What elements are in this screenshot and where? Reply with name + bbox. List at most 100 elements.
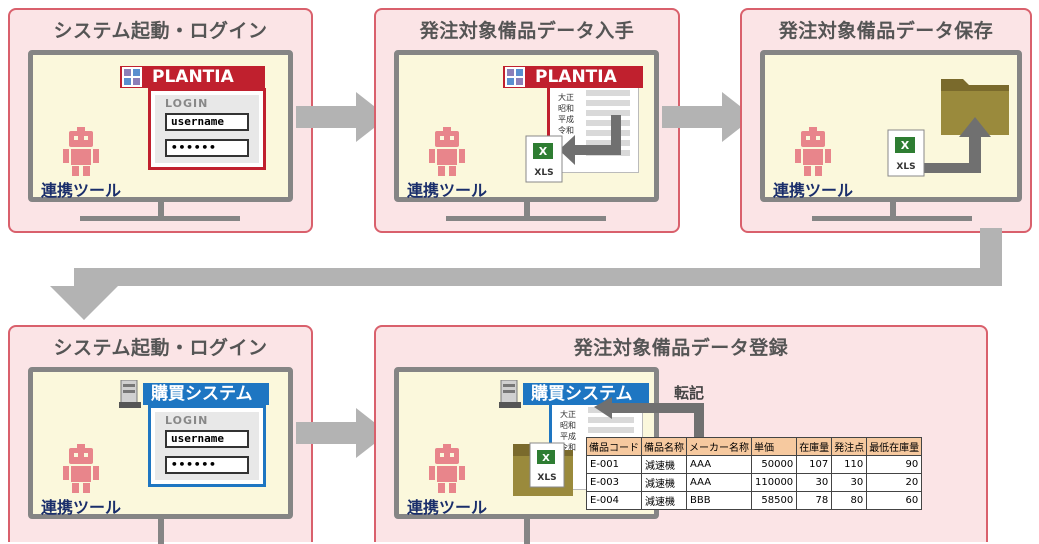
purchase-brand-label: 購買システム: [531, 384, 633, 404]
server-icon: [499, 380, 521, 408]
excel-file-icon: X XLS: [525, 135, 563, 183]
doc-line: 大正: [560, 410, 576, 419]
table-cell: 減速機: [641, 455, 687, 474]
tool-label-4: 連携ツール: [41, 498, 122, 517]
server-icon: [119, 380, 141, 408]
save-arrow-icon: [923, 117, 991, 173]
table-cell: E-003: [586, 473, 642, 492]
step-panel-3: 発注対象備品データ保存 X XLS 連携ツール: [740, 8, 1032, 233]
table-cell: 80: [831, 491, 868, 510]
svg-text:X: X: [901, 139, 910, 152]
table-cell: BBB: [686, 491, 752, 510]
col-header: 単価: [750, 437, 798, 456]
plantia-brand-1: PLANTIA: [120, 66, 265, 88]
table-cell: AAA: [686, 455, 752, 474]
col-header: メーカー名称: [686, 437, 752, 456]
return-arrow: [50, 228, 1002, 320]
password-field[interactable]: ••••••: [165, 456, 249, 474]
transfer-label: 転記: [674, 384, 705, 402]
login-box-1: LOGIN username ••••••: [148, 88, 266, 170]
tool-label-3: 連携ツール: [773, 181, 854, 200]
plantia-brand-2: PLANTIA: [503, 66, 643, 88]
robot-icon: [63, 444, 99, 493]
xls-label: XLS: [896, 162, 915, 172]
table-cell: E-001: [586, 455, 642, 474]
folder-icon: [941, 79, 1009, 135]
step-title-1: システム起動・ログイン: [53, 20, 268, 42]
xls-label: XLS: [537, 473, 556, 483]
table-cell: 50000: [750, 455, 798, 474]
doc-line: 令和: [560, 443, 576, 452]
robot-icon: [795, 127, 831, 176]
plantia-logo-icon: [122, 67, 142, 87]
table-cell: E-004: [586, 491, 642, 510]
doc-line: 平成: [558, 115, 574, 124]
doc-line: 平成: [560, 432, 576, 441]
table-cell: 30: [796, 473, 833, 492]
robot-icon: [63, 127, 99, 176]
tool-label-5: 連携ツール: [407, 498, 488, 517]
monitor-1: PLANTIA LOGIN username •••••• 連携ツール: [28, 50, 293, 202]
table-cell: AAA: [686, 473, 752, 492]
step-panel-1: システム起動・ログイン PLANTIA LOGIN username •••••…: [8, 8, 313, 233]
step-title-3: 発注対象備品データ保存: [778, 20, 994, 42]
step-title-2: 発注対象備品データ入手: [419, 20, 635, 42]
tool-label-1: 連携ツール: [41, 181, 122, 200]
table-row: E-001 減速機 AAA 50000 107 110 90: [586, 455, 923, 474]
monitor-4: 購買システム LOGIN username •••••• 連携ツール: [28, 367, 293, 519]
col-header: 発注点: [831, 437, 868, 456]
svg-text:X: X: [539, 145, 548, 158]
table-cell: 110: [831, 455, 868, 474]
col-header: 備品名称: [641, 437, 687, 456]
table-cell: 減速機: [641, 491, 687, 510]
table-row: E-003 減速機 AAA 110000 30 30 20: [586, 473, 923, 492]
robot-icon: [429, 127, 465, 176]
username-field[interactable]: username: [165, 430, 249, 448]
password-field[interactable]: ••••••: [165, 139, 249, 157]
table-cell: 20: [866, 473, 923, 492]
download-arrow-icon: [559, 115, 621, 165]
table-row: E-004 減速機 BBB 58500 78 80 60: [586, 491, 923, 510]
table-cell: 107: [796, 455, 833, 474]
step-panel-4: システム起動・ログイン 購買システム LOGIN username ••••••…: [8, 325, 313, 544]
excel-file-icon: X XLS: [887, 129, 925, 177]
robot-icon: [429, 444, 465, 493]
doc-line: 大正: [558, 93, 574, 102]
table-cell: 110000: [750, 473, 798, 492]
login-title: LOGIN: [165, 97, 209, 110]
monitor-3: X XLS 連携ツール: [760, 50, 1022, 202]
doc-line: 昭和: [558, 104, 574, 113]
username-field[interactable]: username: [165, 113, 249, 131]
xls-label: XLS: [534, 168, 553, 178]
login-title: LOGIN: [165, 414, 209, 427]
equipment-table: 備品コード 備品名称 メーカー名称 単価 在庫量 発注点 最低在庫量 E-001…: [586, 437, 923, 510]
table-header-row: 備品コード 備品名称 メーカー名称 単価 在庫量 発注点 最低在庫量: [586, 437, 923, 456]
col-header: 最低在庫量: [866, 437, 923, 456]
purchase-brand-1: 購買システム: [143, 383, 269, 405]
col-header: 在庫量: [796, 437, 833, 456]
plantia-brand-label: PLANTIA: [152, 67, 234, 87]
excel-file-icon: X XLS: [529, 442, 565, 488]
purchase-brand-label: 購買システム: [151, 384, 253, 404]
step-panel-2: 発注対象備品データ入手 大正 昭和 平成 令和 PLANTIA X XLS 連携…: [374, 8, 680, 233]
table-cell: 58500: [750, 491, 798, 510]
plantia-logo-icon: [505, 67, 525, 87]
svg-text:X: X: [542, 453, 550, 464]
purchase-brand-2: 購買システム: [523, 383, 649, 405]
table-cell: 60: [866, 491, 923, 510]
flow-arrow-3: [296, 408, 388, 458]
step-panel-5: 発注対象備品データ登録 大正 昭和 平成 令和 購買システム X XLS: [374, 325, 988, 544]
step-title-5: 発注対象備品データ登録: [573, 337, 789, 359]
table-cell: 減速機: [641, 473, 687, 492]
table-cell: 30: [831, 473, 868, 492]
doc-line: 昭和: [560, 421, 576, 430]
col-header: 備品コード: [586, 437, 642, 456]
transfer-arrow-icon: [594, 397, 704, 439]
table-cell: 78: [796, 491, 833, 510]
table-cell: 90: [866, 455, 923, 474]
login-box-2: LOGIN username ••••••: [148, 405, 266, 487]
doc-line: 令和: [558, 126, 574, 135]
monitor-2: 大正 昭和 平成 令和 PLANTIA X XLS 連携ツール: [394, 50, 659, 202]
flow-arrow-2: [662, 92, 754, 142]
step-title-4: システム起動・ログイン: [53, 337, 268, 359]
